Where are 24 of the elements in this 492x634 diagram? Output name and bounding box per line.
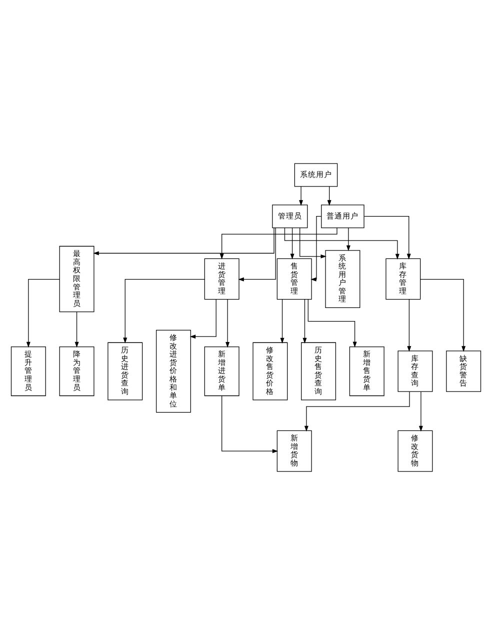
arrow [284, 227, 400, 260]
arrow [327, 186, 332, 206]
arrow [190, 298, 216, 338]
arrow [299, 186, 304, 206]
arrow [238, 227, 276, 281]
arrow [26, 278, 60, 348]
arrow [420, 278, 466, 352]
arrow [346, 227, 350, 251]
arrow [310, 216, 322, 281]
arrow [407, 298, 412, 352]
arrow [304, 390, 410, 432]
arrow [222, 395, 278, 453]
arrow [74, 310, 79, 348]
arrow [364, 216, 411, 259]
arrow [418, 391, 423, 432]
arrow [290, 227, 294, 259]
arrow [308, 298, 357, 348]
arrow [123, 278, 205, 343]
arrow [93, 227, 274, 255]
arrow [226, 298, 230, 348]
arrow [280, 298, 284, 344]
arrow [300, 227, 326, 258]
arrow [302, 298, 307, 344]
arrow [220, 227, 338, 259]
